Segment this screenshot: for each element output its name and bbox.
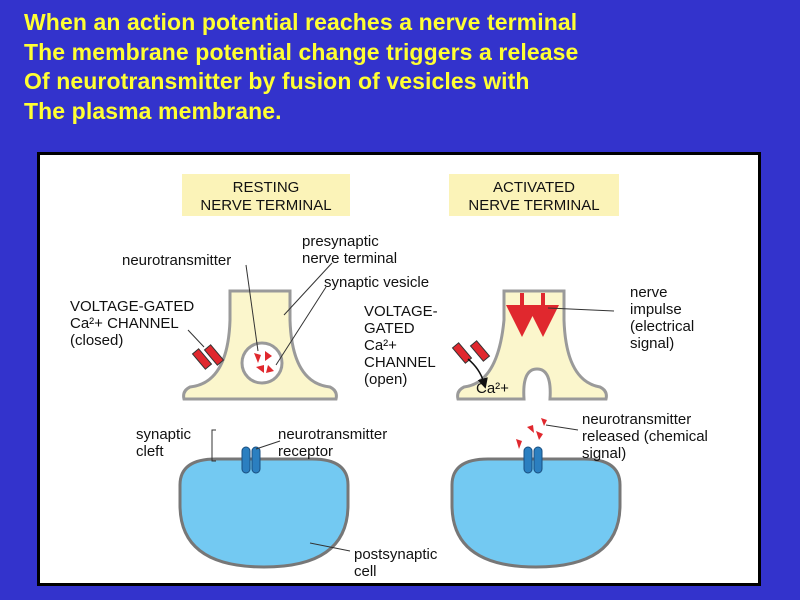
label-synaptic-cleft: synaptic xyxy=(136,426,192,443)
label-vg-open: (open) xyxy=(364,371,407,388)
channel-subunit xyxy=(469,340,491,362)
leader-lines xyxy=(187,262,615,552)
label-vg-open: CHANNEL xyxy=(364,354,436,371)
neurotransmitter-molecule xyxy=(536,431,543,440)
label-ca-ion: Ca²+ xyxy=(476,380,509,397)
activated-terminal xyxy=(456,289,608,401)
label-nerve-impulse: (electrical xyxy=(630,318,694,335)
label-nerve-impulse: signal) xyxy=(630,335,674,352)
label-released: signal) xyxy=(582,445,626,462)
resting-header-box xyxy=(182,174,350,216)
leader-line xyxy=(309,542,351,552)
synapse-diagram: RESTING NERVE TERMINAL ACTIVATED NERVE T… xyxy=(70,174,708,580)
label-receptor: neurotransmitter xyxy=(278,426,387,443)
leader-line xyxy=(283,262,333,316)
leader-line xyxy=(275,286,327,366)
diagram-panel: RESTING NERVE TERMINAL ACTIVATED NERVE T… xyxy=(37,152,761,586)
leader-line xyxy=(547,307,615,312)
label-released: released (chemical xyxy=(582,428,708,445)
receptor-subunit xyxy=(251,446,261,474)
label-receptor: receptor xyxy=(278,443,333,460)
title-line: The plasma membrane. xyxy=(24,97,282,124)
label-nerve-impulse: nerve xyxy=(630,284,668,301)
ca-channel-open xyxy=(451,340,491,364)
leader-line xyxy=(187,329,205,348)
label-vg-closed: VOLTAGE-GATED xyxy=(70,298,194,315)
postsynaptic-cell-activated xyxy=(450,457,622,569)
channel-subunit xyxy=(203,344,225,366)
activated-header-line: NERVE TERMINAL xyxy=(468,197,599,214)
activated-header-box xyxy=(449,174,619,216)
neurotransmitter-molecule xyxy=(527,425,534,433)
label-synaptic-vesicle: synaptic vesicle xyxy=(324,274,429,291)
neurotransmitter-molecule xyxy=(265,351,272,361)
label-postsynaptic: cell xyxy=(354,563,377,580)
neurotransmitter-molecule xyxy=(254,353,261,363)
receptor-subunit xyxy=(533,446,543,474)
leader-line xyxy=(545,424,579,431)
receptor-subunit xyxy=(523,446,533,474)
synaptic-vesicle xyxy=(240,341,284,385)
ca-channel-closed xyxy=(191,344,225,370)
receptor-activated xyxy=(523,446,543,474)
released-neurotransmitter xyxy=(516,418,547,449)
label-vg-closed: Ca²+ CHANNEL xyxy=(70,315,179,332)
channel-subunit xyxy=(451,342,473,364)
label-presynaptic: presynaptic xyxy=(302,233,379,250)
activated-header-line: ACTIVATED xyxy=(493,179,575,196)
label-postsynaptic: postsynaptic xyxy=(354,546,438,563)
resting-header: RESTING NERVE TERMINAL xyxy=(182,174,350,216)
slide-title: When an action potential reaches a nerve… xyxy=(24,8,784,126)
postsynaptic-cell-resting xyxy=(178,457,350,569)
label-vg-open: GATED xyxy=(364,320,415,337)
label-released: neurotransmitter xyxy=(582,411,691,428)
title-line: When an action potential reaches a nerve… xyxy=(24,9,578,35)
calcium-influx-arrow xyxy=(467,358,488,389)
label-presynaptic: nerve terminal xyxy=(302,250,397,267)
label-nerve-impulse: impulse xyxy=(630,301,682,318)
neurotransmitter-molecule xyxy=(266,365,274,373)
neurotransmitter-molecule xyxy=(516,439,522,449)
activated-header: ACTIVATED NERVE TERMINAL xyxy=(449,174,619,216)
label-vg-closed: (closed) xyxy=(70,332,123,349)
neurotransmitter-molecule xyxy=(256,365,264,373)
title-line: The membrane potential change triggers a… xyxy=(24,38,579,65)
resting-header-line: NERVE TERMINAL xyxy=(200,197,331,214)
vesicle-neurotransmitter xyxy=(254,351,274,373)
label-neurotransmitter: neurotransmitter xyxy=(122,252,231,269)
title-line: Of neurotransmitter by fusion of vesicle… xyxy=(24,68,530,94)
leader-line xyxy=(245,264,259,352)
label-vg-open: VOLTAGE- xyxy=(364,303,438,320)
receptor-resting xyxy=(241,446,261,474)
leader-line xyxy=(255,440,281,450)
neurotransmitter-molecule xyxy=(541,418,547,426)
label-vg-open: Ca²+ xyxy=(364,337,397,354)
channel-subunit xyxy=(191,348,213,370)
label-synaptic-cleft: cleft xyxy=(136,443,164,460)
synaptic-cleft-bracket xyxy=(211,429,216,462)
receptor-subunit xyxy=(241,446,251,474)
resting-header-line: RESTING xyxy=(233,179,300,196)
